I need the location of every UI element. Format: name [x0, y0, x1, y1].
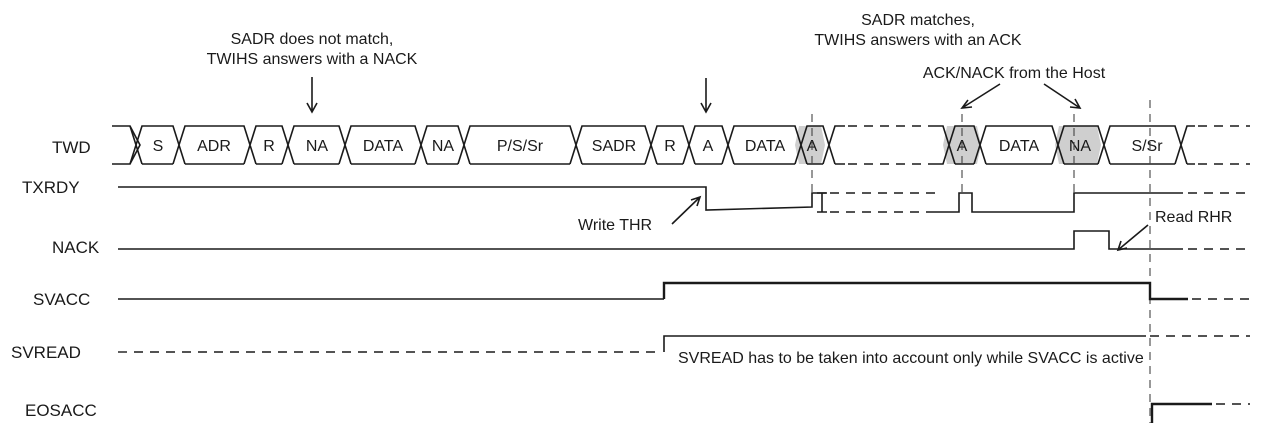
twd-segment: DATA [363, 138, 404, 155]
twd-segment: S/Sr [1131, 138, 1163, 155]
svread-waveform [118, 335, 1250, 353]
twd-segment: ADR [197, 138, 231, 155]
twd-segment: DATA [745, 138, 786, 155]
twd-segment: DATA [999, 138, 1040, 155]
nack-waveform [118, 230, 1250, 250]
twd-segment: R [263, 138, 275, 155]
no-match-arrow [306, 77, 318, 114]
signal-label-svacc: SVACC [33, 290, 90, 309]
signal-label-twd: TWD [52, 138, 91, 157]
twd-segment: NA [1069, 138, 1092, 155]
twd-segment: P/S/Sr [497, 138, 544, 155]
svacc-waveform [118, 281, 1250, 301]
annotation-match-line1: SADR matches, [861, 12, 975, 29]
read-rhr-arrow [1116, 224, 1149, 252]
signal-label-eosacc: EOSACC [25, 401, 97, 420]
annotation-no-match-line2: TWIHS answers with a NACK [207, 51, 418, 68]
twd-bus [112, 125, 1250, 165]
twd-segment: S [153, 138, 164, 155]
twd-segment: NA [306, 138, 329, 155]
twd-segment: A [703, 138, 714, 155]
annotation-write-thr: Write THR [578, 217, 652, 234]
signal-label-txrdy: TXRDY [22, 178, 80, 197]
host-arrow-right [1043, 83, 1082, 109]
annotation-read-rhr: Read RHR [1155, 209, 1232, 226]
twd-segment: NA [432, 138, 455, 155]
twd-segment-labels: S ADR R NA DATA NA P/S/Sr SADR R A DATA … [153, 138, 1164, 155]
host-arrow-left [960, 83, 1001, 109]
signal-label-nack: NACK [52, 238, 100, 257]
txrdy-waveform [118, 186, 1250, 213]
twd-segment: SADR [592, 138, 636, 155]
signal-label-svread: SVREAD [11, 343, 81, 362]
match-arrow [700, 78, 712, 114]
write-thr-arrow [671, 195, 702, 225]
eosacc-waveform [1150, 402, 1250, 423]
annotation-ack-nack-host: ACK/NACK from the Host [923, 65, 1106, 82]
twd-segment: R [664, 138, 676, 155]
annotation-no-match-line1: SADR does not match, [231, 31, 394, 48]
annotation-match-line2: TWIHS answers with an ACK [814, 32, 1022, 49]
annotation-svread-note: SVREAD has to be taken into account only… [678, 350, 1144, 367]
